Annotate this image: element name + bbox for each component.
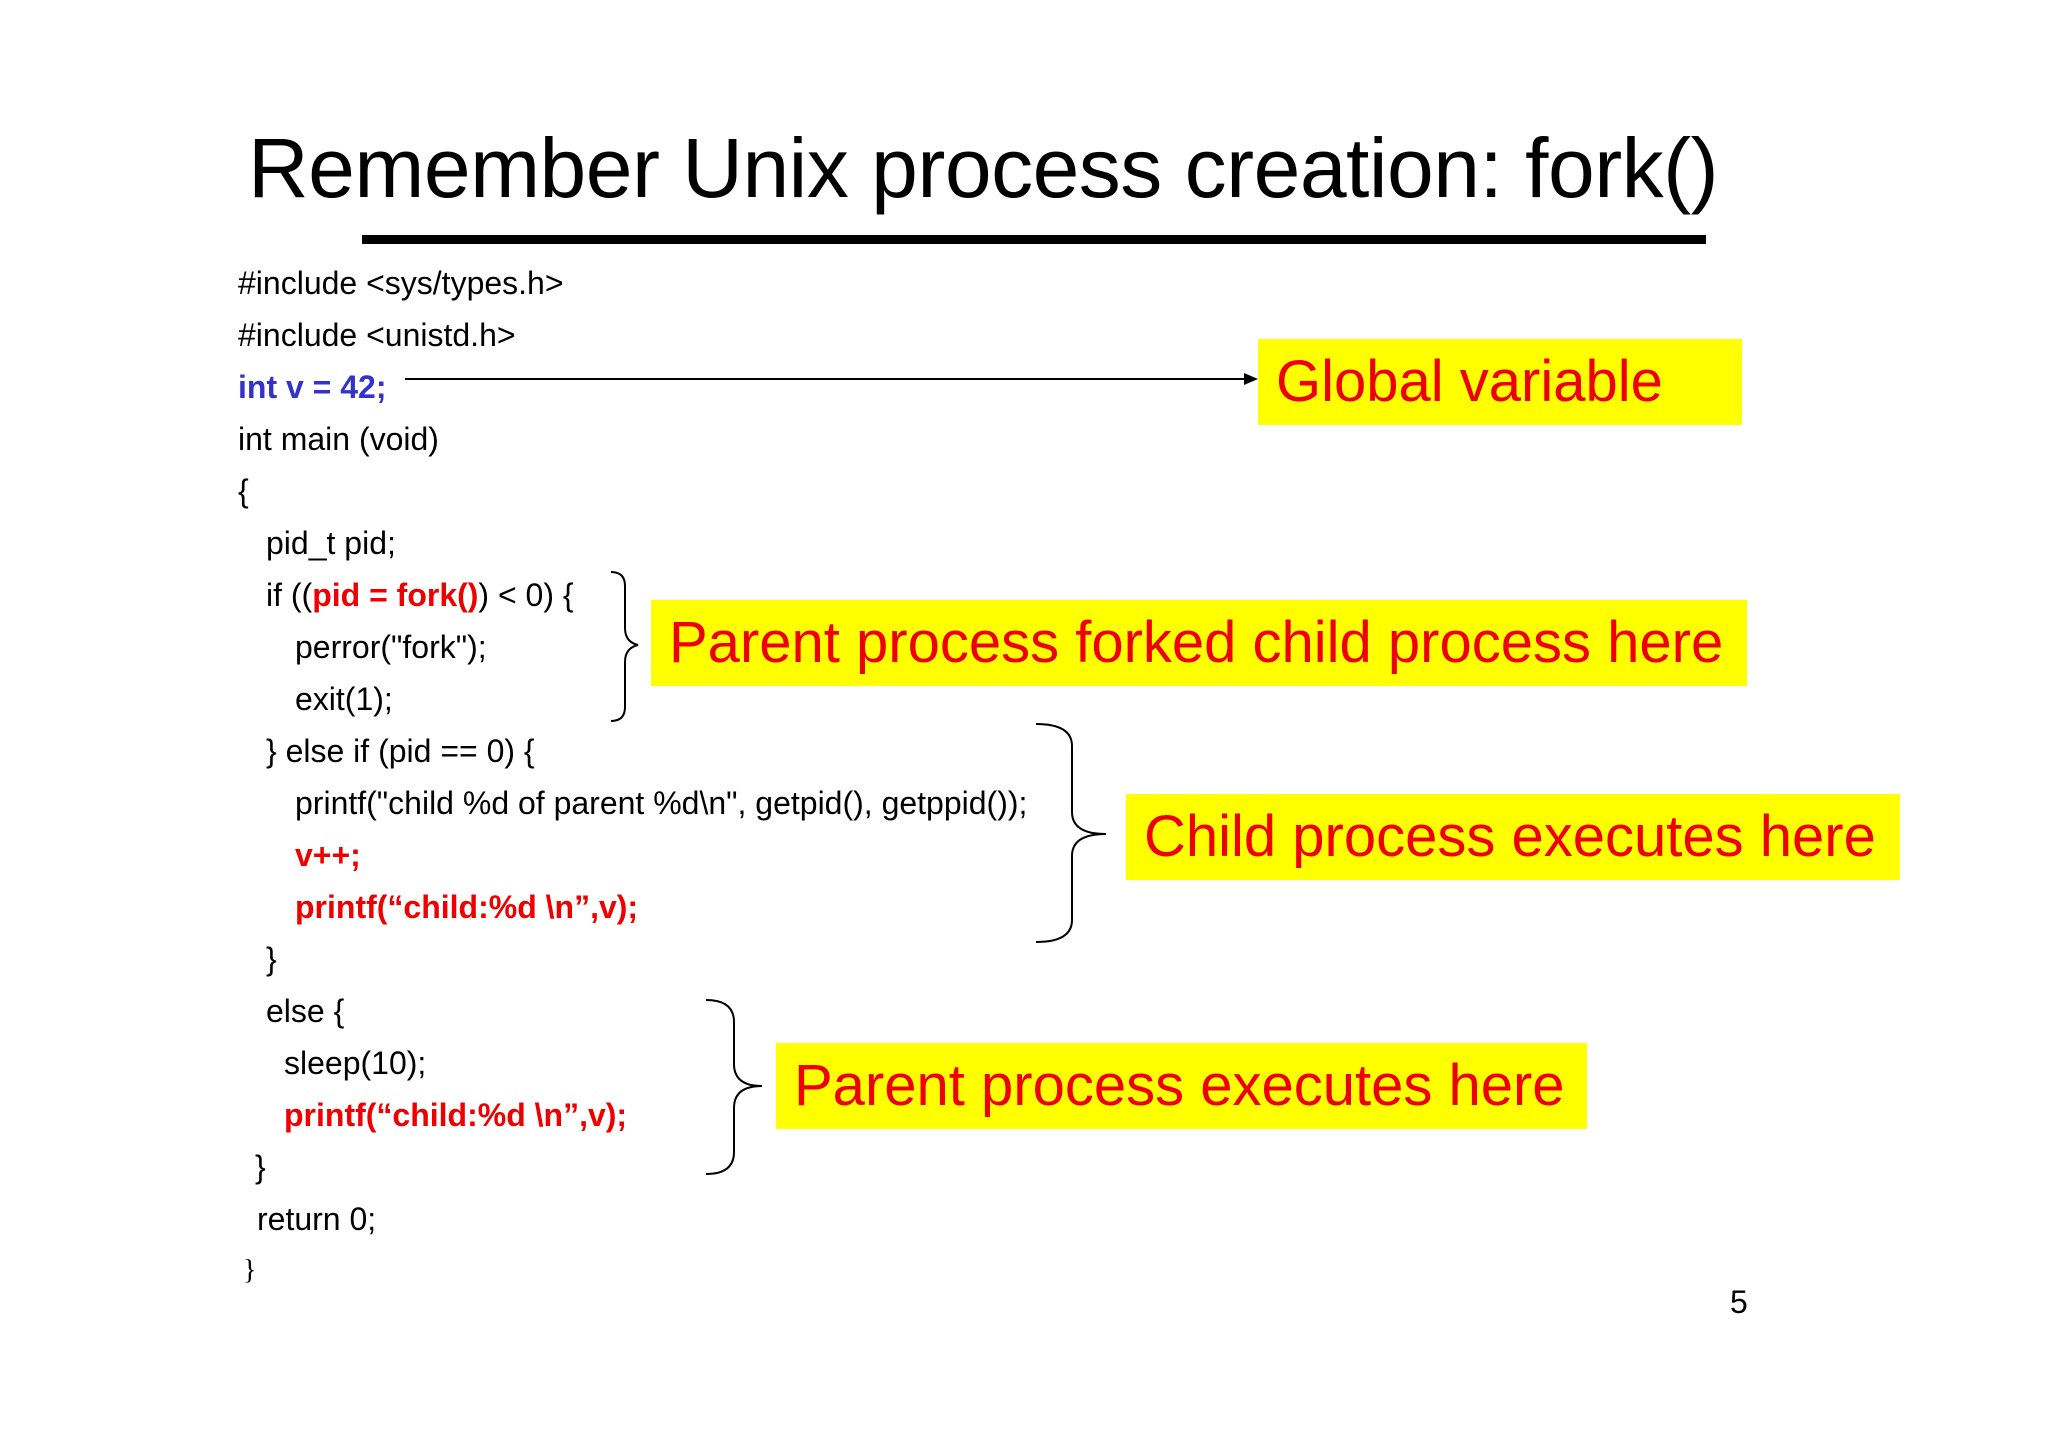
code-line-else-if: } else if (pid == 0) {	[266, 733, 535, 769]
code-line-close-main: }	[243, 1255, 257, 1286]
code-line-else: else {	[266, 993, 345, 1029]
code-line-exit: exit(1);	[295, 681, 393, 717]
callout-global-variable: Global variable	[1258, 339, 1742, 425]
code-line-pid-decl: pid_t pid;	[266, 525, 396, 561]
callout-parent-forked: Parent process forked child process here	[651, 600, 1747, 686]
brace-fork-block	[610, 571, 639, 722]
code-line-global-variable: int v = 42;	[238, 369, 387, 405]
fork-call: pid = fork()	[312, 577, 479, 613]
code-line-sleep: sleep(10);	[284, 1045, 427, 1081]
code-line-perror: perror("fork");	[295, 629, 487, 665]
title-underline	[362, 235, 1706, 244]
code-line-parent-print-v: printf(“child:%d \n”,v);	[284, 1097, 628, 1133]
code-line-main-signature: int main (void)	[238, 421, 439, 457]
code-line-close-else: }	[255, 1149, 266, 1185]
global-variable-arrow	[405, 373, 1258, 385]
code-line-child-print-v: printf(“child:%d \n”,v);	[295, 889, 639, 925]
brace-child-block	[1035, 723, 1107, 943]
code-line-include-unistd: #include <unistd.h>	[238, 317, 516, 353]
if-prefix: if ((	[266, 577, 313, 613]
brace-parent-block	[705, 999, 763, 1175]
code-line-close-child: }	[266, 941, 277, 977]
code-line-if-fork: if ((pid = fork()) < 0) {	[266, 575, 574, 615]
callout-child-executes: Child process executes here	[1126, 794, 1900, 880]
if-suffix: ) < 0) {	[478, 577, 574, 613]
code-line-include-types: #include <sys/types.h>	[238, 265, 564, 301]
callout-parent-executes: Parent process executes here	[776, 1043, 1587, 1129]
page-number: 5	[1730, 1284, 1748, 1320]
code-line-child-printf: printf("child %d of parent %d\n", getpid…	[295, 785, 1028, 821]
code-line-open-brace: {	[238, 473, 249, 509]
slide-title: Remember Unix process creation: fork()	[248, 121, 1719, 215]
code-line-return: return 0;	[257, 1201, 377, 1237]
code-line-v-increment: v++;	[295, 837, 361, 873]
